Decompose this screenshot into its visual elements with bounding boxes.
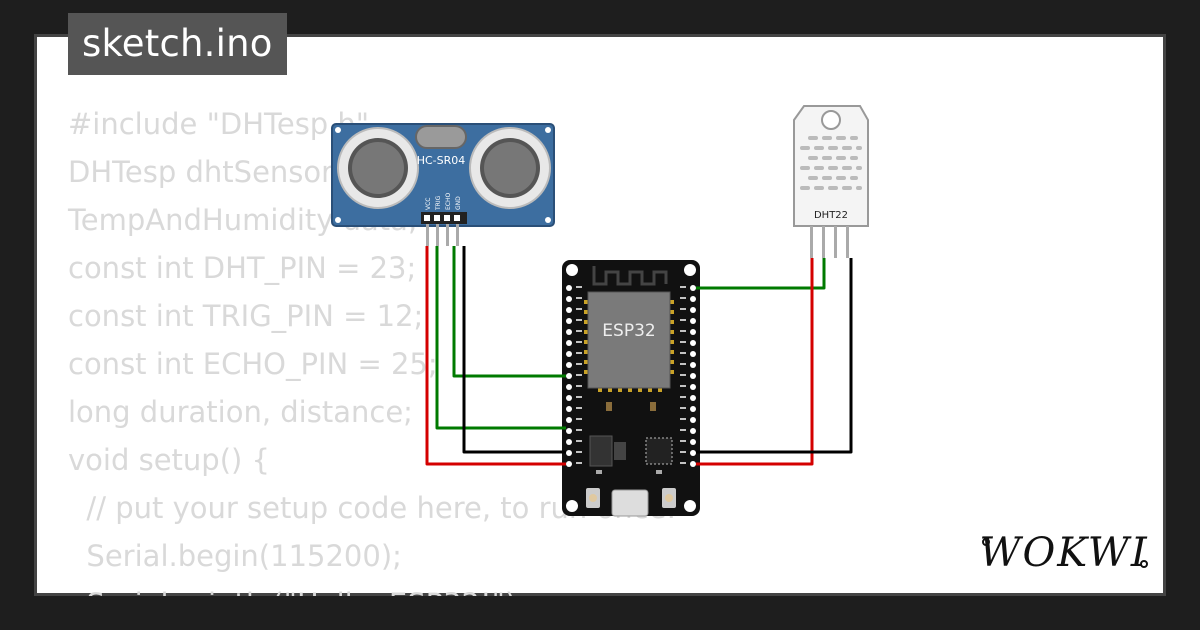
- code-background: #include "DHTesp.h" DHTesp dhtSensor; Te…: [68, 100, 676, 628]
- wire-sr04-gnd: [462, 246, 566, 454]
- code-line: void setup() {: [68, 443, 270, 477]
- esp32-pin-label-marks: [576, 286, 686, 464]
- frame-bottom: [0, 596, 1200, 630]
- wire-dht-gnd: [696, 258, 853, 454]
- pin-label-echo: ECHO: [445, 193, 452, 210]
- transducer-left: [337, 127, 419, 209]
- wire-dht-data: [696, 258, 826, 290]
- pin-label-vcc: VCC: [425, 198, 432, 210]
- wire-dht-vcc: [696, 258, 814, 466]
- wire-sr04-trig: [435, 246, 566, 430]
- esp32-left-pins: [566, 285, 572, 467]
- frame-right: [1166, 0, 1200, 630]
- code-line: long duration, distance;: [68, 395, 413, 429]
- code-line: Serial.begin(115200);: [68, 539, 402, 573]
- dht22-sensor[interactable]: DHT22: [793, 105, 869, 258]
- wire-sr04-echo: [452, 246, 566, 378]
- code-line: const int TRIG_PIN = 12;: [68, 299, 424, 333]
- wires: [425, 246, 853, 466]
- pin-label-gnd: GND: [455, 196, 462, 210]
- hc-sr04-sensor[interactable]: HC-SR04 VCC TRIG ECHO GND: [331, 123, 555, 246]
- wokwi-logo: WOKWI: [978, 528, 1150, 581]
- code-line: const int ECHO_PIN = 25;: [68, 347, 438, 381]
- esp32-board[interactable]: ESP32: [562, 260, 700, 517]
- dht22-grill: [800, 136, 862, 190]
- code-line: DHTesp dhtSensor;: [68, 155, 343, 189]
- hc-sr04-label: HC-SR04: [417, 154, 466, 167]
- transducer-right: [469, 127, 551, 209]
- pin-label-trig: TRIG: [435, 195, 442, 211]
- dht22-label: DHT22: [814, 210, 848, 221]
- wokwi-logo-mark: WOKWI: [979, 530, 1148, 576]
- module-pads: [584, 300, 674, 392]
- file-tab[interactable]: sketch.ino: [68, 13, 287, 75]
- code-line: const int DHT_PIN = 23;: [68, 251, 417, 285]
- esp32-right-pins: [690, 285, 696, 467]
- wokwi-logo-text: WOKWI: [979, 530, 1148, 576]
- code-line: // put your setup code here, to run once…: [68, 491, 677, 525]
- wire-sr04-vcc: [425, 246, 566, 466]
- esp32-label: ESP32: [602, 321, 655, 341]
